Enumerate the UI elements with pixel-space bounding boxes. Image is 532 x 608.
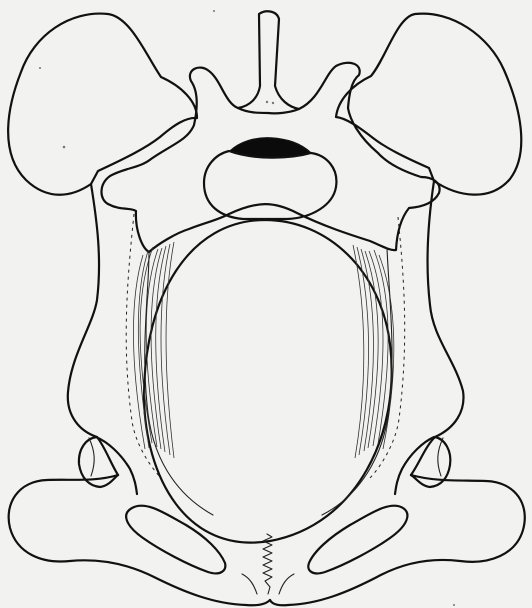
spec-mark (453, 604, 455, 606)
pubic-symphysis (263, 534, 272, 594)
right-subpubic-curve (279, 574, 294, 594)
right-hatching (353, 245, 394, 458)
right-pubic-ramus (270, 475, 525, 605)
spec-mark (39, 67, 41, 69)
left-iliac-wing (8, 14, 197, 195)
inner-left-brim (145, 252, 213, 515)
spec-mark (213, 10, 215, 12)
left-hatching (133, 242, 174, 458)
pelvic-inlet (144, 220, 392, 543)
right-iliac-wing (336, 14, 521, 195)
right-obturator-foramen (308, 506, 407, 574)
vertebral-body (204, 151, 336, 219)
right-pelvic-wall (411, 181, 463, 475)
spinous-dot (272, 102, 274, 104)
right-lower-lobe (438, 438, 443, 476)
left-pelvic-wall (68, 184, 118, 475)
left-subpubic-curve (242, 574, 257, 594)
spinous-dot (266, 101, 268, 103)
spinous-process (238, 11, 299, 113)
left-lower-lobe (89, 438, 94, 476)
left-obturator-foramen (126, 506, 225, 574)
spec-mark (63, 146, 66, 149)
